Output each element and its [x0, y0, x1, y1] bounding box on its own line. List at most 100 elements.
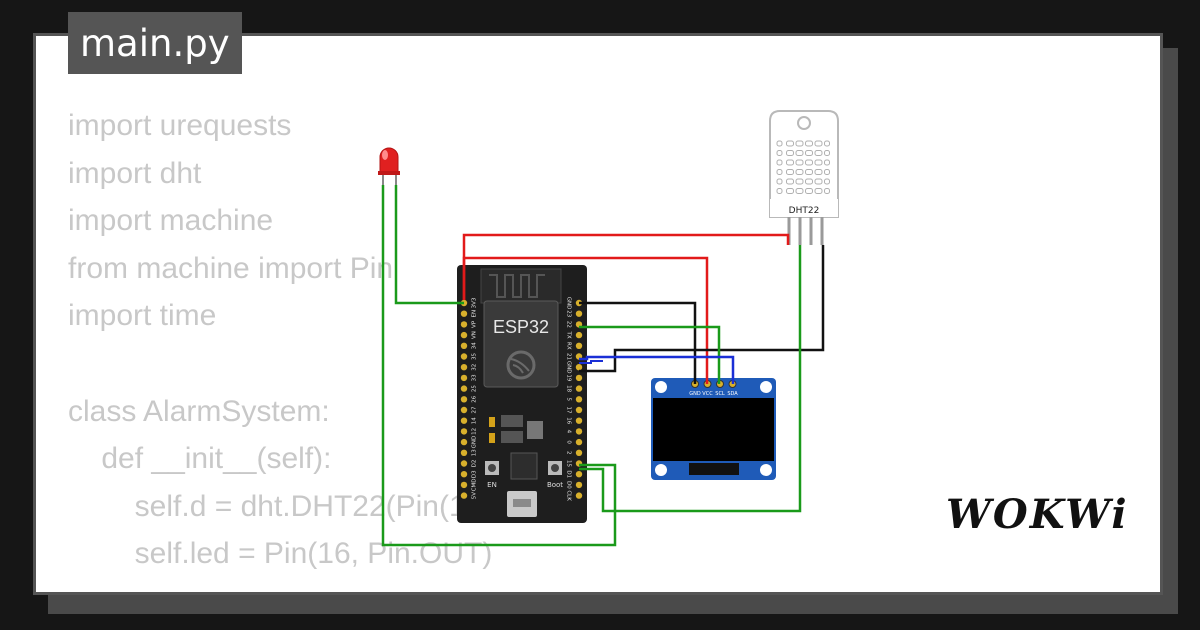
- esp32-pin-label: VN: [472, 331, 478, 339]
- esp32-pin[interactable]: [575, 492, 583, 499]
- esp32-pin-label: 18: [566, 385, 572, 392]
- wokwi-logo: WOKWi: [946, 491, 1129, 538]
- wire-led-to-esp32[interactable]: [394, 185, 464, 305]
- esp32-pin[interactable]: [460, 449, 468, 456]
- esp32-pin-label: RX: [566, 342, 572, 350]
- esp32-pin-label: 13: [472, 449, 478, 456]
- dht22-vent-slot: [814, 188, 823, 194]
- esp32-pin[interactable]: [575, 385, 583, 392]
- dht22-vent-slot: [824, 188, 830, 194]
- micro-usb-slot: [513, 499, 531, 507]
- esp32-pin-label: CMD: [472, 478, 478, 491]
- wire-3v3-to-oled-vcc[interactable]: [462, 256, 709, 384]
- dht22-vent-slot: [776, 188, 783, 194]
- dht22-vent-slot: [795, 159, 804, 166]
- esp32-pin-label: 23: [566, 310, 572, 317]
- esp32-pin[interactable]: [460, 385, 468, 392]
- code-line: self.led = Pin(16, Pin.OUT): [68, 537, 493, 571]
- dht22-vent-slot: [786, 178, 794, 185]
- esp32-pin-label: 15: [566, 460, 572, 467]
- esp32-pin[interactable]: [460, 417, 468, 424]
- wire-gnd-to-dht22[interactable]: [579, 245, 825, 373]
- wire-led-ground[interactable]: [381, 185, 617, 547]
- esp32-pin[interactable]: [460, 481, 468, 489]
- led-component[interactable]: [378, 147, 400, 185]
- esp32-pin[interactable]: [575, 364, 583, 371]
- wires: [381, 185, 825, 547]
- esp32-pin[interactable]: [460, 342, 468, 349]
- led-rim: [378, 171, 400, 175]
- esp32-pin[interactable]: [460, 396, 468, 403]
- oled-pin-label: SDA: [727, 391, 738, 397]
- esp32-pin[interactable]: [575, 406, 583, 414]
- esp32-pin[interactable]: [460, 428, 468, 435]
- esp32-pin-label: 3V3: [472, 297, 478, 308]
- esp32-pin-label: GND: [472, 436, 478, 449]
- esp32-pin[interactable]: [460, 321, 468, 328]
- wire-gpio15-to-dht22[interactable]: [579, 245, 802, 513]
- oled-screen: [653, 398, 774, 461]
- esp32-pin[interactable]: [575, 449, 583, 456]
- esp32-pin-label: 34: [472, 342, 478, 349]
- code-line: import dht: [68, 156, 202, 190]
- esp32-pin-label: GND: [566, 361, 572, 374]
- esp32-pin[interactable]: [575, 310, 583, 317]
- code-line: import urequests: [68, 109, 292, 142]
- oled-pin-label: SCL: [715, 391, 725, 397]
- capacitor-1: [489, 417, 495, 427]
- code-line: def __init__(self):: [68, 442, 332, 476]
- esp32-pin-label: 21: [566, 353, 572, 360]
- esp32-label: ESP32: [493, 317, 549, 337]
- dht22-mount-hole: [797, 116, 811, 130]
- dht22-vent-slot: [795, 188, 804, 194]
- dht22-vent-slot: [824, 159, 830, 166]
- esp32-pin[interactable]: [460, 310, 468, 317]
- esp32-pin[interactable]: [460, 331, 468, 339]
- esp32-pin[interactable]: [460, 438, 468, 446]
- esp32-pin[interactable]: [460, 492, 468, 499]
- esp32-pin-label: 16: [566, 417, 572, 424]
- dht22-vent-slot: [776, 178, 783, 185]
- esp32-pin[interactable]: [575, 428, 583, 435]
- esp32-pin[interactable]: [460, 364, 468, 371]
- antenna-trace: [489, 274, 545, 298]
- dht22-label: DHT22: [789, 206, 820, 216]
- file-tab[interactable]: main.py: [68, 12, 242, 74]
- wire-gpio22-to-oled-scl[interactable]: [579, 325, 721, 384]
- esp32-pin[interactable]: [575, 417, 583, 424]
- dht22-vent-slot: [795, 178, 804, 185]
- esp32-pin[interactable]: [575, 471, 583, 478]
- esp32-pin[interactable]: [460, 353, 468, 360]
- dht22-vent-slot: [805, 150, 813, 156]
- wire-gpio21-to-oled-sda[interactable]: [579, 355, 735, 384]
- en-button-cap[interactable]: [488, 464, 496, 472]
- dht22-vent-slot: [786, 169, 794, 175]
- esp32-pin[interactable]: [575, 374, 583, 382]
- esp32-pin[interactable]: [575, 438, 583, 446]
- dht22-vent-slot: [824, 150, 830, 156]
- wire-i2c-jumper[interactable]: [579, 360, 603, 364]
- esp32-pin[interactable]: [460, 460, 468, 467]
- dht22-vent-slot: [824, 169, 830, 175]
- esp32-pin[interactable]: [460, 374, 468, 382]
- esp32-pin[interactable]: [460, 406, 468, 414]
- dht22-sensor[interactable]: DHT22: [769, 110, 839, 245]
- esp32-pin[interactable]: [575, 331, 583, 339]
- boot-button-cap[interactable]: [551, 464, 559, 472]
- esp32-pin-label: 25: [472, 385, 478, 392]
- esp32-pin[interactable]: [575, 396, 583, 403]
- boot-button-label: Boot: [547, 481, 563, 489]
- esp32-pin-label: 26: [472, 395, 478, 402]
- dht22-vent-grid: [776, 140, 830, 194]
- chip-regulator-2: [501, 431, 523, 443]
- esp32-pin-label: 2: [566, 451, 572, 455]
- esp32-left-pin-header: 3V3ENVPVN343532332526271412GND13D2D3CMD5…: [460, 297, 478, 499]
- esp32-board[interactable]: ESP32 EN Boot 3V3ENVPVN34353233252627141…: [457, 265, 587, 523]
- esp32-pin[interactable]: [575, 481, 583, 489]
- dht22-vent-slot: [805, 169, 813, 175]
- dht22-vent-slot: [776, 150, 783, 156]
- circuit-diagram: ESP32 EN Boot 3V3ENVPVN34353233252627141…: [378, 110, 839, 547]
- esp32-pin[interactable]: [575, 342, 583, 349]
- esp32-pin[interactable]: [460, 471, 468, 478]
